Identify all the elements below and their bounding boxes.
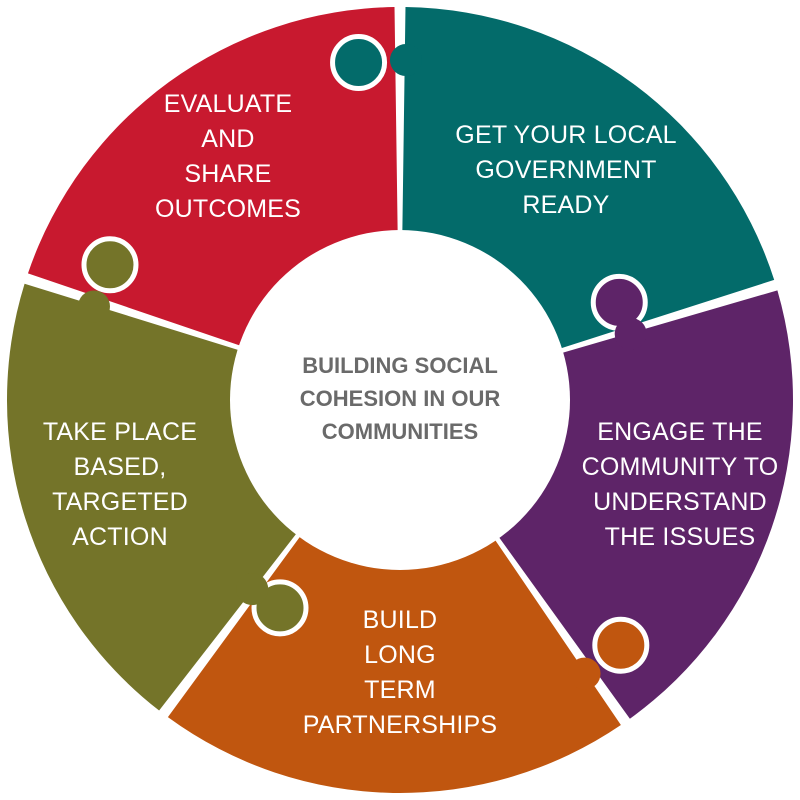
segment-label-partnerships: BUILD LONG TERM PARTNERSHIPS [303, 606, 498, 739]
segment-label-evaluate-line-1: EVALUATE [164, 90, 293, 118]
puzzle-neck-place-based [236, 573, 269, 606]
center-title: BUILDING SOCIAL COHESION IN OUR COMMUNIT… [300, 353, 501, 444]
segment-label-place-based-line-4: ACTION [72, 523, 168, 551]
segments-layer [6, 7, 794, 793]
segment-label-evaluate-line-4: OUTCOMES [155, 195, 301, 223]
center-title-line-1: BUILDING SOCIAL [302, 353, 498, 378]
segment-label-evaluate-line-3: SHARE [184, 160, 271, 188]
segment-label-place-based-line-2: BASED, [74, 453, 167, 481]
segment-label-engage-line-2: COMMUNITY TO [582, 453, 779, 481]
puzzle-neck-place-based [77, 290, 110, 323]
segment-label-evaluate: EVALUATE AND SHARE OUTCOMES [155, 90, 301, 223]
segment-label-engage-line-1: ENGAGE THE [597, 418, 762, 446]
segment-label-engage: ENGAGE THE COMMUNITY TO UNDERSTAND THE ISSU… [582, 418, 779, 551]
puzzle-knob-place-based [81, 236, 139, 294]
segment-label-partnerships-line-3: TERM [364, 676, 436, 704]
puzzle-neck-get-ready [389, 44, 422, 77]
center-disc [230, 230, 570, 570]
segment-label-partnerships-line-1: BUILD [363, 606, 438, 634]
segment-label-place-based: TAKE PLACE BASED, TARGETED ACTION [43, 418, 197, 551]
segment-label-get-ready-line-3: READY [522, 191, 609, 219]
puzzle-neck-engage [614, 317, 647, 350]
segment-label-engage-line-3: UNDERSTAND [593, 488, 767, 516]
segment-engage [498, 290, 794, 719]
segment-label-get-ready: GET YOUR LOCAL GOVERNMENT READY [455, 121, 676, 219]
segment-label-place-based-line-1: TAKE PLACE [43, 418, 197, 446]
segment-label-get-ready-line-1: GET YOUR LOCAL [455, 121, 676, 149]
center-title-line-3: COMMUNITIES [322, 419, 478, 444]
segment-label-place-based-line-3: TARGETED [52, 488, 188, 516]
segment-label-partnerships-line-4: PARTNERSHIPS [303, 711, 498, 739]
segment-label-engage-line-4: THE ISSUES [605, 523, 756, 551]
segment-label-get-ready-line-2: GOVERNMENT [475, 156, 656, 184]
puzzle-knob-get-ready [330, 34, 388, 92]
labels-layer: GET YOUR LOCAL GOVERNMENT READY ENGAGE THE C… [43, 90, 779, 739]
segment-get-ready [402, 7, 775, 349]
segment-label-evaluate-line-2: AND [201, 125, 254, 153]
segment-label-partnerships-line-2: LONG [364, 641, 436, 669]
segment-place-based [6, 283, 298, 711]
puzzle-knob-partnerships [592, 616, 650, 674]
center-title-line-2: COHESION IN OUR [300, 386, 501, 411]
puzzle-neck-partnerships [568, 657, 601, 690]
